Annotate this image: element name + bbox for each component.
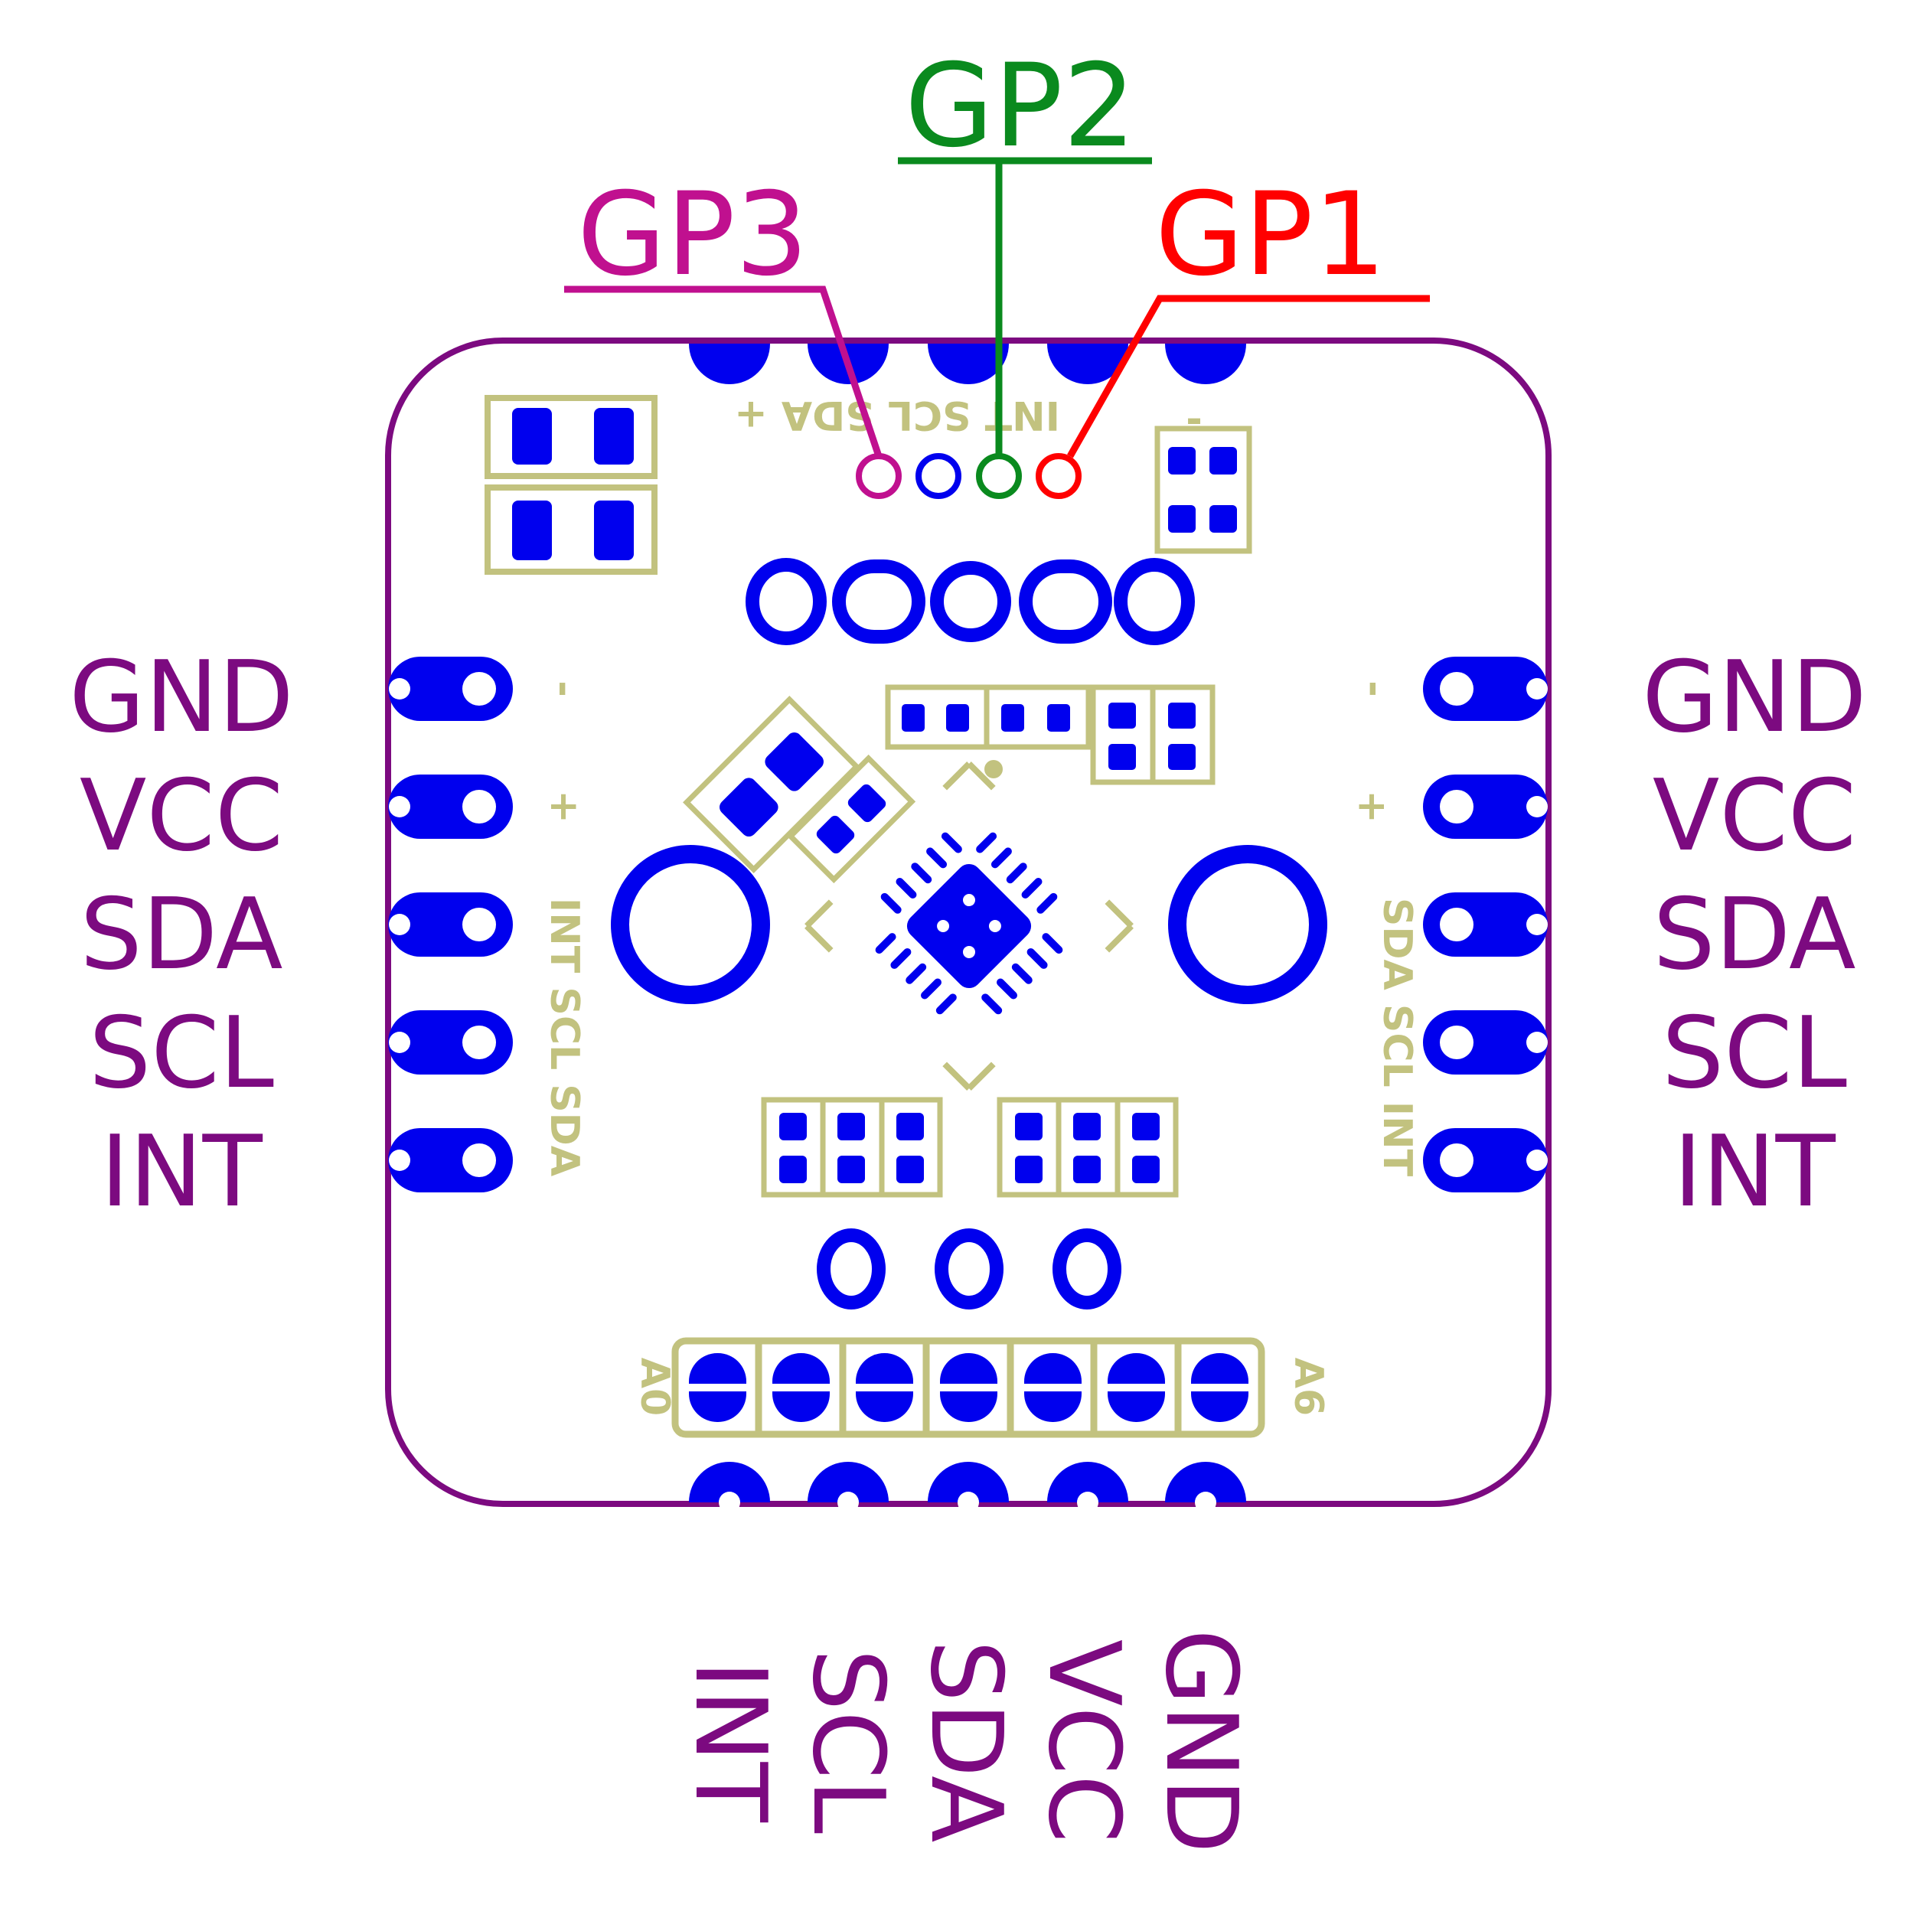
bottom-label-sda: SDA bbox=[909, 1639, 1023, 1842]
right-pin-int bbox=[1423, 1128, 1548, 1192]
left-pin-gnd bbox=[388, 657, 513, 721]
right-minus-silk: - bbox=[1348, 680, 1394, 697]
addr-right-silk: A6 bbox=[1285, 1358, 1331, 1416]
right-pin-labels: GND VCC SDA SCL INT bbox=[1642, 641, 1867, 1229]
left-label-sda: SDA bbox=[80, 878, 282, 992]
top-minus-silk: - bbox=[1186, 396, 1203, 442]
left-edge-pins bbox=[388, 657, 513, 1192]
right-pin-vcc bbox=[1423, 775, 1548, 839]
right-pin-sda bbox=[1423, 892, 1548, 957]
top-edge-pad bbox=[1165, 344, 1246, 384]
bottom-edge-pad bbox=[1165, 1462, 1246, 1502]
bottom-edge-pad bbox=[1047, 1462, 1128, 1502]
top-edge-pads bbox=[689, 344, 1246, 384]
right-header-silk-text: SDA SCL INT bbox=[1374, 898, 1420, 1177]
top-edge-pad bbox=[928, 344, 1009, 384]
top-edge-pad bbox=[1047, 344, 1128, 384]
right-mounting-hole bbox=[1168, 845, 1327, 1004]
left-pin-sda bbox=[388, 892, 513, 957]
gp2-pad bbox=[976, 453, 1022, 499]
left-header-silk-text: INT SCL SDA bbox=[541, 898, 587, 1176]
gp-pad-row bbox=[856, 453, 1082, 499]
center-ic bbox=[804, 762, 1134, 1091]
right-edge-pins bbox=[1423, 657, 1548, 1192]
left-label-gnd: GND bbox=[69, 641, 294, 755]
lower-smd-right bbox=[997, 1097, 1179, 1198]
gp3-label: GP3 bbox=[577, 168, 808, 302]
unlabeled-small-pad bbox=[915, 453, 961, 499]
bottom-edge-pads bbox=[689, 1462, 1246, 1513]
gp1-label: GP1 bbox=[1155, 168, 1386, 302]
diagonal-capacitor-small bbox=[786, 754, 916, 884]
bottom-edge-pad bbox=[808, 1462, 889, 1502]
gp-leader-lines bbox=[564, 157, 1430, 458]
top-header-silk-text: INT SCL SDA + bbox=[734, 392, 1060, 438]
left-pin-labels: GND VCC SDA SCL INT bbox=[69, 641, 294, 1229]
gp1-leader bbox=[1067, 295, 1430, 458]
addr-left-silk: A0 bbox=[631, 1358, 677, 1416]
left-mounting-hole bbox=[611, 845, 770, 1004]
top-left-smd-pads bbox=[485, 395, 658, 575]
middle-smd-strip bbox=[885, 684, 1216, 785]
bottom-edge-pad bbox=[689, 1462, 770, 1502]
gp1-pad bbox=[1036, 453, 1082, 499]
bottom-label-vcc: VCC bbox=[1026, 1639, 1141, 1843]
left-pin-int bbox=[388, 1128, 513, 1192]
gp3-pad bbox=[856, 453, 902, 499]
upper-through-hole-row bbox=[746, 558, 1195, 645]
lower-smd-left bbox=[761, 1097, 943, 1198]
lower-through-holes bbox=[817, 1228, 1121, 1310]
left-pin-vcc bbox=[388, 775, 513, 839]
top-right-smd-pads bbox=[1154, 426, 1252, 554]
left-label-vcc: VCC bbox=[80, 759, 283, 873]
bottom-label-scl: SCL bbox=[791, 1649, 905, 1834]
gp2-label: GP2 bbox=[905, 40, 1136, 173]
right-label-scl: SCL bbox=[1662, 996, 1847, 1111]
right-pin-gnd bbox=[1423, 657, 1548, 721]
left-plus-silk: + bbox=[541, 790, 587, 824]
bottom-label-gnd: GND bbox=[1144, 1629, 1258, 1854]
right-label-sda: SDA bbox=[1653, 878, 1855, 992]
right-label-int: INT bbox=[1673, 1115, 1836, 1229]
gp3-leader bbox=[564, 285, 883, 458]
left-pin-scl bbox=[388, 1010, 513, 1075]
left-minus-silk: - bbox=[541, 680, 587, 697]
right-label-gnd: GND bbox=[1642, 641, 1867, 755]
right-plus-silk: + bbox=[1348, 790, 1394, 824]
left-label-int: INT bbox=[100, 1115, 263, 1229]
right-pin-scl bbox=[1423, 1010, 1548, 1075]
bottom-pin-labels: GND VCC SDA SCL INT bbox=[673, 1629, 1258, 1854]
top-edge-pad bbox=[689, 344, 770, 384]
left-label-scl: SCL bbox=[89, 996, 274, 1111]
bottom-edge-pad bbox=[928, 1462, 1009, 1502]
right-label-vcc: VCC bbox=[1653, 759, 1856, 873]
address-jumper-strip bbox=[671, 1337, 1265, 1438]
bottom-label-int: INT bbox=[673, 1660, 787, 1823]
